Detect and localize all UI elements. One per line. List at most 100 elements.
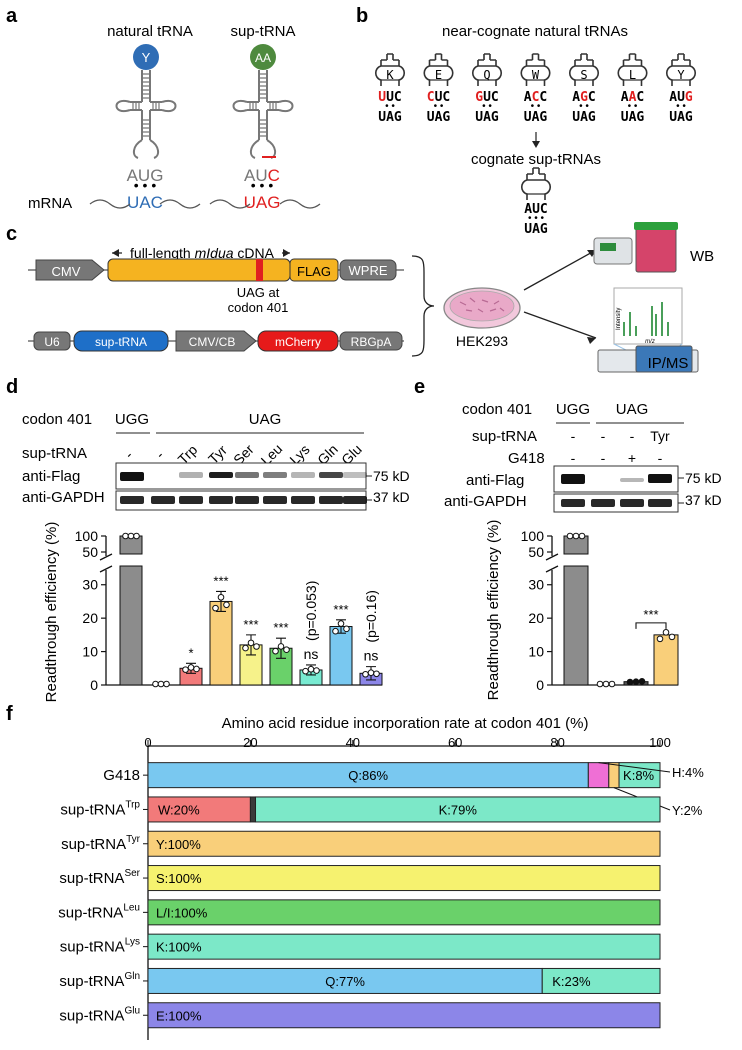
e-lane-labels: ---Tyr--+- bbox=[571, 428, 670, 466]
wpre-label: WPRE bbox=[349, 263, 388, 278]
panel-label-a: a bbox=[6, 5, 18, 27]
culture-dish-inner bbox=[449, 290, 515, 322]
data-point bbox=[152, 680, 159, 688]
sup-trna-gene-label: sup-tRNA bbox=[95, 335, 147, 349]
f-segment-S bbox=[147, 865, 661, 892]
sup-aa-circle bbox=[250, 44, 276, 70]
cognate-codon: UAG bbox=[524, 222, 548, 237]
spectrum-mz: m/z bbox=[645, 339, 655, 345]
cognate-trna-shape bbox=[520, 167, 552, 201]
u6-label: U6 bbox=[44, 335, 60, 349]
e-gapdh-band bbox=[591, 499, 615, 507]
data-point bbox=[277, 643, 285, 650]
f-x-tick-label: 20 bbox=[243, 735, 257, 750]
e-kd37-label: 37 kD bbox=[685, 492, 722, 508]
f-segment-K bbox=[618, 762, 661, 789]
e-g418-lane-3: - bbox=[658, 450, 663, 466]
f-segment-Q bbox=[147, 762, 589, 789]
d-anti-flag-label: anti-Flag bbox=[22, 468, 80, 485]
f-segment-label: K:100% bbox=[156, 940, 202, 955]
data-point bbox=[272, 647, 279, 655]
rbgpa-block bbox=[339, 331, 403, 351]
d-flag-band bbox=[291, 472, 315, 478]
cells-texture bbox=[459, 297, 505, 313]
full-length-label: full-length mIdua cDNA bbox=[130, 245, 275, 261]
data-point bbox=[127, 532, 135, 540]
natural-aa-circle bbox=[133, 44, 159, 70]
bar-break-gap bbox=[562, 555, 590, 565]
cognate-dots: • • • bbox=[528, 213, 545, 224]
near-cognate-dots: • • bbox=[676, 101, 686, 112]
y-tick-label: 20 bbox=[528, 610, 544, 626]
data-point bbox=[242, 644, 249, 652]
f-row-label-7: sup-tRNAGlu bbox=[59, 1005, 140, 1024]
f-segment-K bbox=[541, 967, 661, 994]
natural-pair-dots: • • • bbox=[134, 177, 157, 193]
natural-aa-label: Y bbox=[142, 50, 151, 65]
near-cognate-aa-W: W bbox=[532, 68, 540, 82]
d-flag-band bbox=[263, 472, 287, 478]
near-cognate-aa-S: S bbox=[580, 68, 587, 82]
f-row-label-0: G418 bbox=[103, 767, 140, 784]
cmv-label: CMV bbox=[52, 264, 81, 279]
d-flag-band bbox=[179, 472, 203, 478]
wb-label: WB bbox=[690, 248, 714, 265]
spectrum-intensity: Intensity bbox=[616, 308, 622, 330]
data-point bbox=[662, 629, 670, 636]
e-g418-lane-0: - bbox=[571, 450, 576, 466]
near-cognate-anticodon: UUC bbox=[378, 90, 401, 105]
d-sig-3: *** bbox=[213, 573, 228, 588]
sup-pair-dots: • • • bbox=[251, 177, 274, 193]
sup-trna-title: sup-tRNA bbox=[230, 23, 295, 40]
data-point bbox=[608, 680, 616, 688]
d-gapdh-band bbox=[179, 496, 203, 504]
flag-block bbox=[289, 258, 339, 282]
f-row-label-3: sup-tRNASer bbox=[59, 868, 140, 887]
e-anti-flag-label: anti-Flag bbox=[466, 472, 524, 489]
f-row-label-2: sup-tRNATyr bbox=[61, 834, 141, 853]
f-segment-label: E:100% bbox=[156, 1008, 202, 1023]
bar-Tyr bbox=[209, 600, 233, 686]
y-tick-label: 100 bbox=[521, 528, 545, 544]
axis-break bbox=[99, 553, 113, 573]
data-point bbox=[187, 664, 195, 671]
data-point bbox=[572, 532, 580, 540]
d-sig-4: *** bbox=[243, 617, 258, 632]
f-segment-W bbox=[147, 796, 251, 823]
natural-trna-structure bbox=[115, 69, 177, 159]
near-cognate-anticodon: ACC bbox=[524, 90, 547, 105]
near-cognate-anticodon: CUC bbox=[427, 90, 450, 105]
near-cognate-dots: • • bbox=[434, 101, 444, 112]
f-callout-h: H:4% bbox=[672, 765, 704, 780]
e-ylabel: Readthrough efficiency (%) bbox=[485, 520, 502, 701]
bar-Tyr bbox=[653, 634, 679, 686]
f-segment-L/I bbox=[147, 899, 661, 926]
e-anti-gapdh-label: anti-GAPDH bbox=[444, 493, 527, 510]
panel-label-d: d bbox=[6, 376, 18, 398]
f-x-tick-label: 80 bbox=[550, 735, 564, 750]
mrna-strand-sup bbox=[209, 199, 321, 209]
e-gapdh-bands bbox=[561, 499, 672, 507]
natural-trna-title: natural tRNA bbox=[107, 23, 193, 40]
data-point bbox=[362, 670, 369, 678]
d-gapdh-band bbox=[151, 496, 175, 504]
d-pval-8: (p=0.16) bbox=[363, 590, 379, 643]
arrow-to-ms-head bbox=[587, 337, 596, 344]
d-gapdh-band bbox=[343, 496, 367, 504]
near-cognate-dots: • • bbox=[531, 101, 541, 112]
d-kd37-label: 37 kD bbox=[373, 489, 410, 505]
cognate-title: cognate sup-tRNAs bbox=[471, 151, 601, 168]
d-flag-band bbox=[120, 472, 144, 481]
mcherry-block bbox=[257, 330, 339, 352]
f-row-label-5: sup-tRNALys bbox=[60, 937, 140, 956]
e-sig-label: *** bbox=[643, 607, 658, 622]
near-cognate-codon: UAG bbox=[621, 110, 645, 125]
e-sig-bracket bbox=[635, 622, 667, 629]
cmvcb-promoter bbox=[175, 330, 257, 352]
d-lane-1: - bbox=[152, 447, 167, 462]
rbgpa-label: RBGpA bbox=[351, 335, 392, 349]
bar-UGG bbox=[119, 565, 143, 686]
y-tick-label: 100 bbox=[75, 528, 99, 544]
data-point bbox=[367, 669, 375, 677]
